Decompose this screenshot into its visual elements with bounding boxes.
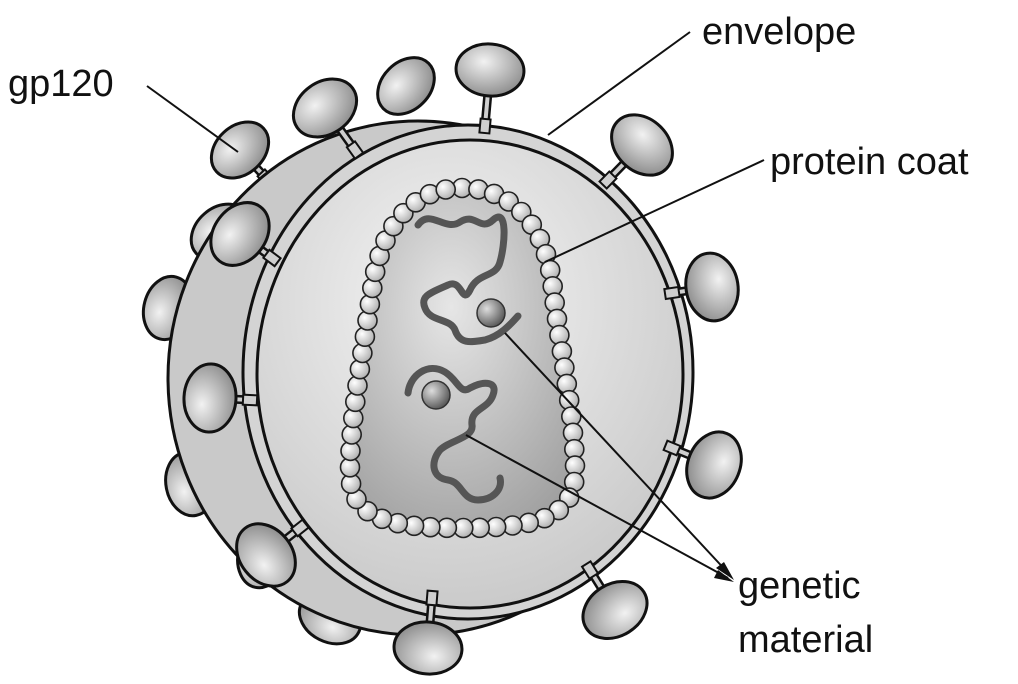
spike-front-1-icon — [454, 42, 526, 135]
spike-front-5-icon — [662, 430, 743, 500]
capsid-core — [350, 188, 575, 528]
rna-strand-lower — [404, 365, 504, 504]
leader-genetic-a — [504, 332, 731, 576]
rna-strand-upper — [414, 213, 522, 346]
spike-front-4-icon — [663, 251, 740, 323]
spike-front-7-icon — [392, 589, 464, 676]
leader-envelope — [547, 31, 691, 136]
leader-gp120 — [146, 85, 239, 153]
spike-back-8-icon — [376, 56, 436, 116]
spike-front-10-icon — [209, 201, 282, 268]
arrowhead-b — [714, 570, 734, 582]
spike-front-6-icon — [580, 560, 649, 640]
front-spike-group — [182, 42, 743, 676]
protein-coat-bead-icon — [435, 179, 457, 200]
leader-genetic-b — [465, 434, 729, 579]
arrowhead-a — [716, 562, 734, 580]
spike-front-3-icon — [598, 113, 674, 190]
spike-front-2-icon — [291, 77, 365, 160]
spike-front-9-icon — [182, 362, 259, 434]
label-envelope: envelope — [702, 11, 856, 53]
leader-protein-coat — [544, 159, 765, 263]
label-gp120: gp120 — [8, 63, 114, 105]
spike-front-8-icon — [235, 518, 310, 588]
label-genetic: genetic — [738, 565, 861, 607]
enzyme-ball-1 — [476, 298, 506, 328]
label-material: material — [738, 619, 873, 661]
protein-coat-beads — [339, 177, 586, 539]
enzyme-ball-2 — [421, 380, 451, 410]
label-protein-coat: protein coat — [770, 141, 969, 183]
